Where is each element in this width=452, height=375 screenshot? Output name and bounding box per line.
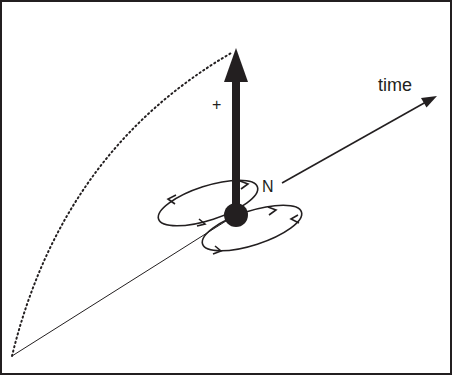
dipole-arrowhead: [224, 48, 248, 82]
dipole-arrow-shaft: [232, 76, 240, 210]
magnetic-loops: [153, 171, 306, 260]
dotted-curve: [12, 52, 233, 356]
charge-sign: +: [212, 97, 221, 113]
pole-label: N: [262, 179, 274, 195]
axis-label: time: [378, 76, 412, 94]
worldline: [12, 221, 226, 356]
time-arrowhead: [421, 96, 437, 108]
time-axis: [282, 102, 426, 183]
charge-dot: [224, 203, 248, 227]
